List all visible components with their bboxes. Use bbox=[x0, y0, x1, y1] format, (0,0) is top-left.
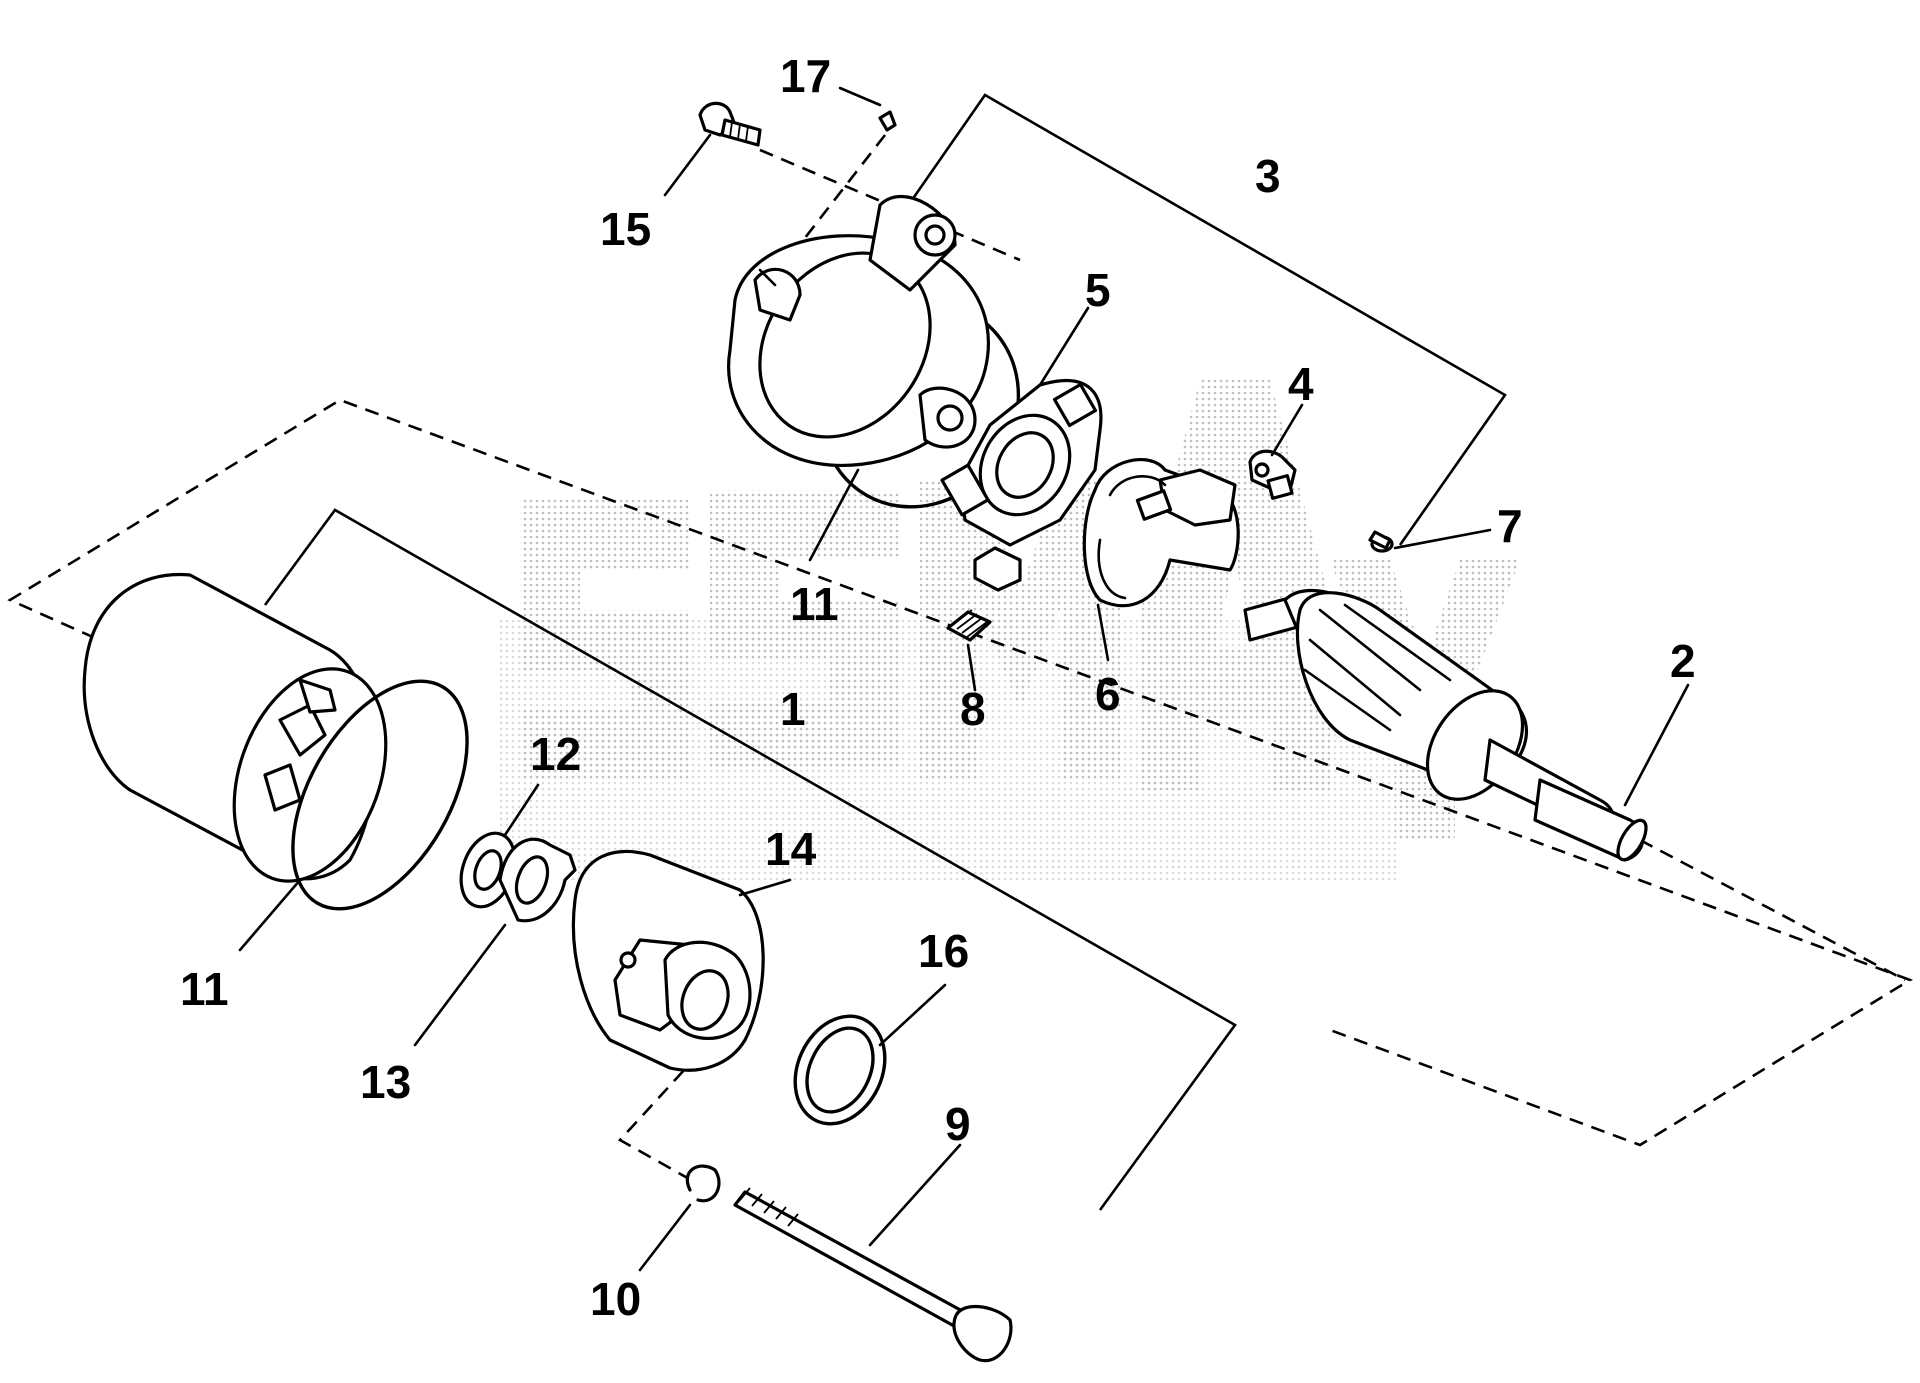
terminal-pin bbox=[878, 110, 897, 132]
bracket-3 bbox=[903, 93, 1507, 546]
washer-13 bbox=[498, 837, 577, 923]
leader-4 bbox=[1270, 403, 1304, 457]
end-cover bbox=[727, 194, 990, 468]
o-ring-lower bbox=[291, 679, 469, 911]
callout-10: 10 bbox=[590, 1273, 641, 1325]
bracket-1 bbox=[263, 508, 1237, 1211]
leader-13 bbox=[413, 923, 507, 1047]
callout-15: 15 bbox=[600, 203, 651, 255]
armature bbox=[1243, 588, 1648, 862]
callout-7: 7 bbox=[1497, 500, 1523, 552]
leader-11b bbox=[238, 878, 302, 952]
callouts: 17 15 3 5 4 7 11 8 6 2 1 12 14 11 13 16 … bbox=[180, 50, 1696, 1325]
small-screw bbox=[1368, 530, 1394, 553]
callout-3: 3 bbox=[1255, 150, 1281, 202]
callout-8: 8 bbox=[960, 683, 986, 735]
shaft-centerline bbox=[1639, 838, 1906, 982]
leader-11a bbox=[808, 468, 860, 562]
callout-6: 6 bbox=[1095, 668, 1121, 720]
o-ring-16 bbox=[793, 1014, 887, 1126]
callout-11-upper: 11 bbox=[790, 578, 839, 630]
brush-spring bbox=[946, 609, 992, 642]
o-ring-16-inner bbox=[805, 1026, 875, 1114]
motor-yoke bbox=[82, 572, 388, 883]
leader-2 bbox=[1623, 683, 1690, 807]
flange-bolt bbox=[698, 101, 762, 147]
callout-17: 17 bbox=[780, 50, 831, 102]
leader-5 bbox=[1038, 306, 1090, 387]
callout-11-lower: 11 bbox=[180, 963, 229, 1015]
circlip bbox=[685, 1164, 721, 1203]
front-cover bbox=[571, 849, 765, 1072]
brush-holder bbox=[1082, 458, 1240, 608]
callout-14: 14 bbox=[765, 823, 817, 875]
assembly-dashed-outline bbox=[7, 398, 1913, 1147]
leader-6 bbox=[1096, 603, 1110, 662]
leader-8 bbox=[966, 643, 977, 692]
callout-9: 9 bbox=[945, 1098, 971, 1150]
through-bolt bbox=[733, 1187, 1013, 1363]
leader-15 bbox=[663, 133, 712, 197]
callout-13: 13 bbox=[360, 1056, 411, 1108]
leader-10 bbox=[638, 1203, 692, 1272]
leader-9 bbox=[868, 1143, 962, 1247]
leader-16 bbox=[878, 983, 947, 1047]
leader-lines bbox=[238, 86, 1690, 1272]
leader-12 bbox=[503, 783, 540, 837]
callout-4: 4 bbox=[1288, 358, 1314, 410]
callout-1: 1 bbox=[780, 683, 806, 735]
leader-7 bbox=[1393, 528, 1492, 550]
leader-14 bbox=[738, 878, 792, 897]
leader-17 bbox=[838, 86, 882, 107]
callout-2: 2 bbox=[1670, 635, 1696, 687]
callout-12: 12 bbox=[530, 728, 581, 780]
callout-5: 5 bbox=[1085, 264, 1111, 316]
terminal-clip bbox=[1248, 449, 1297, 500]
brush-plate bbox=[940, 379, 1103, 592]
washer-12 bbox=[459, 831, 517, 909]
callout-16: 16 bbox=[918, 925, 969, 977]
